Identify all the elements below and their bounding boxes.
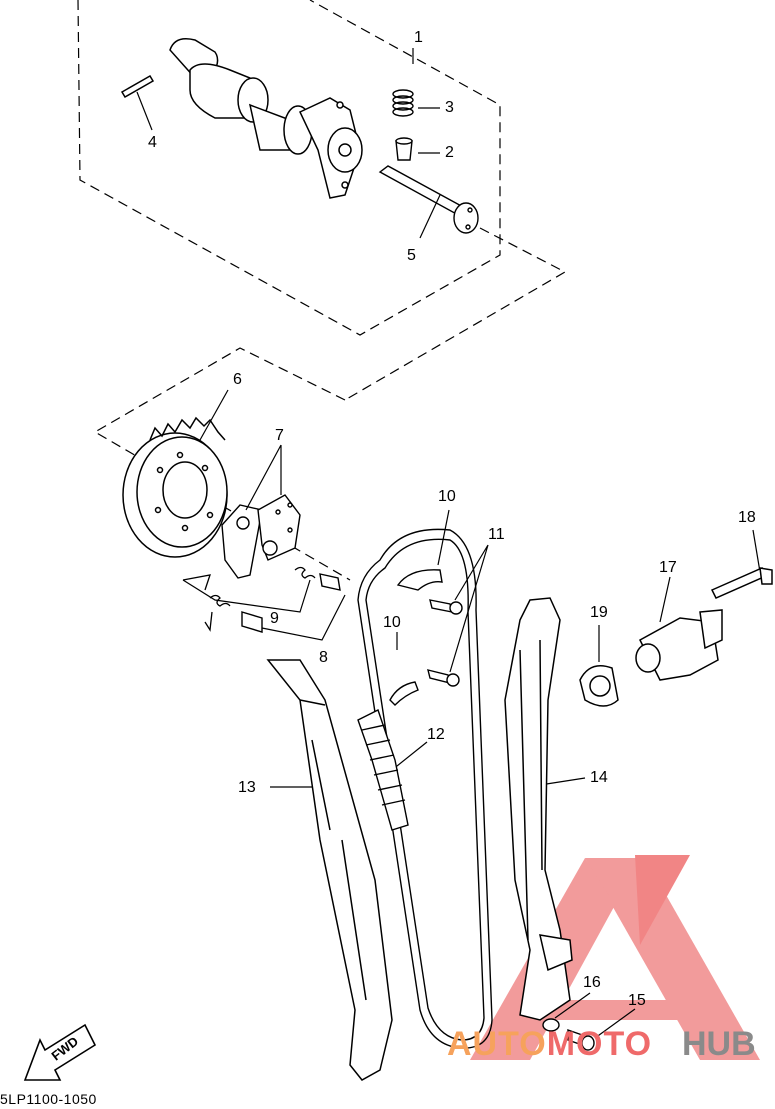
watermark-moto: MOTO — [546, 1025, 653, 1063]
chain-tensioner-drawing — [579, 567, 773, 707]
callout-16: 16 — [583, 974, 601, 991]
chain-guide-left-drawing — [266, 659, 393, 1081]
callout-8: 8 — [319, 649, 328, 666]
callout-12: 12 — [427, 726, 445, 743]
chain-guide-stopper-drawing — [389, 569, 443, 706]
diagram-code: 5LP1100-1050 — [0, 1091, 97, 1107]
callout-9: 9 — [270, 610, 279, 627]
callout-14: 14 — [590, 769, 608, 786]
spring-drawing — [392, 89, 414, 117]
cap-drawing — [395, 137, 413, 161]
bolt-11-drawing — [427, 599, 463, 687]
callout-15: 15 — [628, 992, 646, 1009]
callout-5: 5 — [407, 247, 416, 264]
chain-guide-right-drawing — [504, 597, 573, 1021]
callout-2: 2 — [445, 144, 454, 161]
callout-7: 7 — [275, 427, 284, 444]
washer-drawing — [542, 1018, 595, 1051]
watermark-hub: HUB — [682, 1025, 756, 1063]
forward-arrow-shape — [23, 1023, 97, 1081]
cam-sprocket-drawing — [122, 416, 228, 558]
bolt-drawing — [241, 573, 341, 633]
decompressor-drawing — [221, 494, 301, 579]
callout-17: 17 — [659, 559, 677, 576]
callout-6: 6 — [233, 371, 242, 388]
callout-10-upper: 10 — [438, 488, 456, 505]
callout-1: 1 — [414, 29, 423, 46]
watermark-text: AUTOMOTO — [447, 1025, 652, 1064]
callout-13: 13 — [238, 779, 256, 796]
leader-lines — [136, 48, 761, 1039]
timing-chain-drawing — [357, 528, 493, 1049]
camshaft-drawing — [169, 38, 363, 199]
callout-19: 19 — [590, 604, 608, 621]
callout-3: 3 — [445, 99, 454, 116]
callout-18: 18 — [738, 509, 756, 526]
small-spring-drawing — [182, 566, 316, 632]
callout-10-lower: 10 — [383, 614, 401, 631]
callout-11: 11 — [488, 526, 505, 543]
callout-4: 4 — [148, 134, 157, 151]
watermark-auto: AUTO — [447, 1025, 547, 1063]
shaft-drawing — [378, 165, 479, 234]
dowel-pin-drawing — [120, 74, 155, 99]
